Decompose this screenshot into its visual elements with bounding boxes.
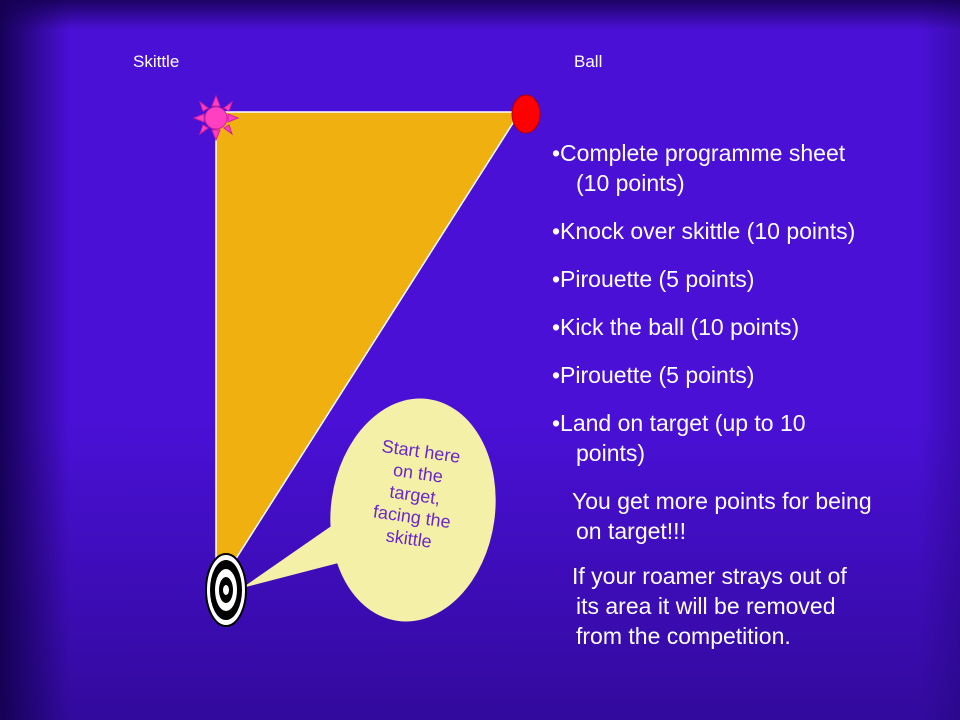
note-strays-out: If your roamer strays out of its area it… <box>572 563 847 649</box>
rule-item: •Kick the ball (10 points) <box>552 314 800 340</box>
target-icon <box>205 553 247 627</box>
rules-list: •Complete programme sheet (10 points) •K… <box>552 138 952 666</box>
rule-item: •Complete programme sheet (10 points) <box>552 140 846 196</box>
rule-item: •Land on target (up to 10 points) <box>552 410 806 466</box>
bubble-text: Start here on the target, facing the ski… <box>371 436 462 552</box>
ball-icon <box>511 94 541 134</box>
skittle-sun-icon <box>192 94 240 142</box>
skittle-label: Skittle <box>133 52 180 71</box>
rule-item: •Knock over skittle (10 points) <box>552 218 856 244</box>
ball-label: Ball <box>574 52 603 71</box>
speech-bubble <box>330 398 496 622</box>
rule-item: •Pirouette (5 points) <box>552 362 755 388</box>
rule-item: •Pirouette (5 points) <box>552 266 755 292</box>
course-triangle <box>215 111 522 593</box>
note-on-target: You get more points for being on target!… <box>572 488 872 544</box>
